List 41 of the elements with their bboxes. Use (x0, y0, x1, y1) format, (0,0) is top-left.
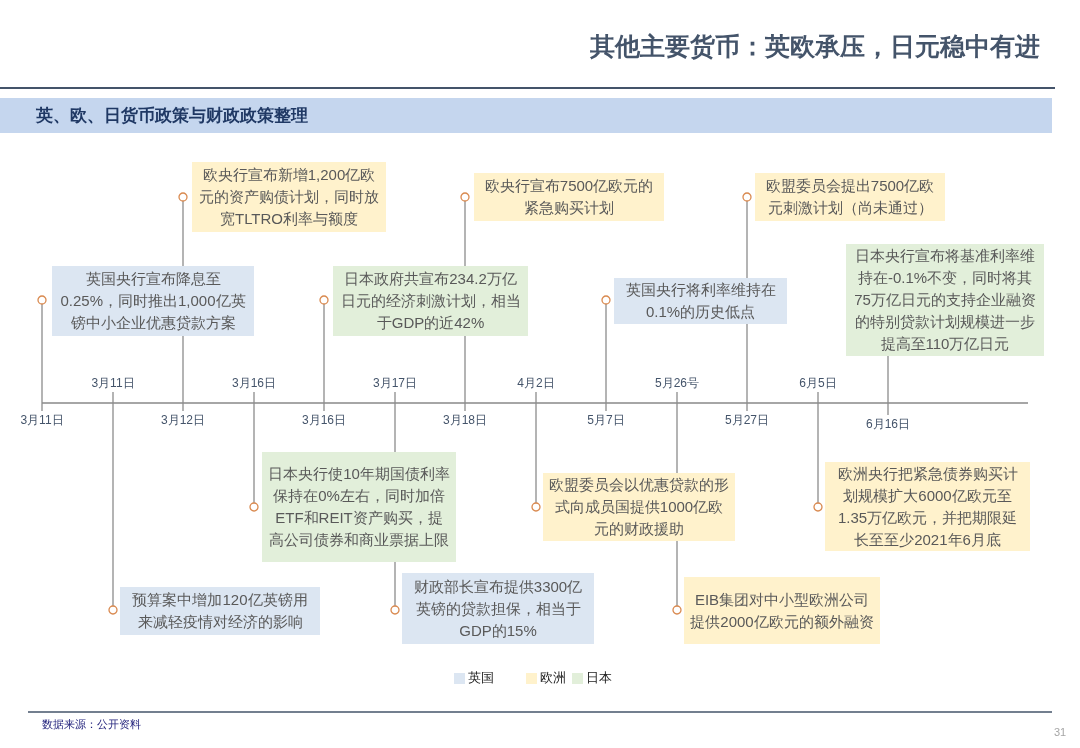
page-title: 其他主要货币：英欧承压，日元稳中有进 (590, 31, 1040, 62)
date-label: 5月7日 (587, 412, 625, 429)
date-label: 3月17日 (373, 375, 417, 392)
date-label: 3月11日 (91, 375, 135, 392)
event-callout-box: 欧央行宣布7500亿欧元的紧急购买计划 (474, 173, 664, 221)
legend-label: 英国 (468, 669, 494, 687)
date-label: 5月26号 (655, 375, 699, 392)
event-callout-box: 英国央行宣布降息至0.25%，同时推出1,000亿英镑中小企业优惠贷款方案 (52, 266, 254, 336)
event-callout-box: 财政部长宣布提供3300亿英镑的贷款担保，相当于GDP的15% (402, 573, 594, 644)
date-label: 3月12日 (161, 412, 205, 429)
event-callout-box: 日本央行使10年期国债利率保持在0%左右，同时加倍ETF和REIT资产购买，提高公司债券和商业票据上限 (262, 452, 456, 562)
source-note: 数据来源：公开资料 (42, 717, 141, 732)
leader-line (813, 391, 823, 512)
event-callout-box: 欧盟委员会提出7500亿欧元刺激计划（尚未通过） (755, 173, 945, 221)
event-callout-box: 欧洲央行把紧急债券购买计划规模扩大6000亿欧元至1.35万亿欧元，并把期限延长至至少2021年6月底 (825, 462, 1030, 551)
date-label: 5月27日 (725, 412, 769, 429)
date-label: 3月18日 (443, 412, 487, 429)
leader-line (531, 391, 541, 512)
date-label: 3月16日 (232, 375, 276, 392)
event-callout-box: 欧盟委员会以优惠贷款的形式向成员国提供1000亿欧元的财政援助 (543, 473, 735, 541)
date-label: 4月2日 (517, 375, 555, 392)
event-callout-box: 英国央行将利率维持在0.1%的历史低点 (614, 278, 787, 324)
event-callout-box: 日本政府共宣布234.2万亿日元的经济刺激计划，相当于GDP的近42% (333, 266, 528, 336)
legend-label: 欧洲 (540, 669, 566, 687)
leader-line (887, 355, 889, 416)
event-callout-box: 预算案中增加120亿英镑用来减轻疫情对经济的影响 (120, 587, 320, 635)
legend-label: 日本 (586, 669, 612, 687)
event-callout-box: 欧央行宣布新增1,200亿欧元的资产购债计划，同时放宽TLTRO利率与额度 (192, 162, 386, 232)
event-callout-box: EIB集团对中小型欧洲公司提供2000亿欧元的额外融资 (684, 577, 880, 644)
leader-line (37, 295, 47, 412)
date-label: 3月11日 (20, 412, 64, 429)
leader-line (108, 391, 118, 615)
leader-line (249, 391, 259, 512)
date-label: 6月5日 (799, 375, 837, 392)
leader-line (601, 295, 611, 412)
date-label: 6月16日 (866, 416, 910, 433)
leader-line (319, 295, 329, 412)
date-label: 3月16日 (302, 412, 346, 429)
event-callout-box: 日本央行宣布将基准利率维持在-0.1%不变，同时将其75万亿日元的支持企业融资的特别贷款计划规模进一步提高至110万亿日元 (846, 244, 1044, 356)
page-number: 31 (1054, 726, 1067, 738)
section-header-band: 英、欧、日货币政策与财政政策整理 (0, 98, 1052, 133)
